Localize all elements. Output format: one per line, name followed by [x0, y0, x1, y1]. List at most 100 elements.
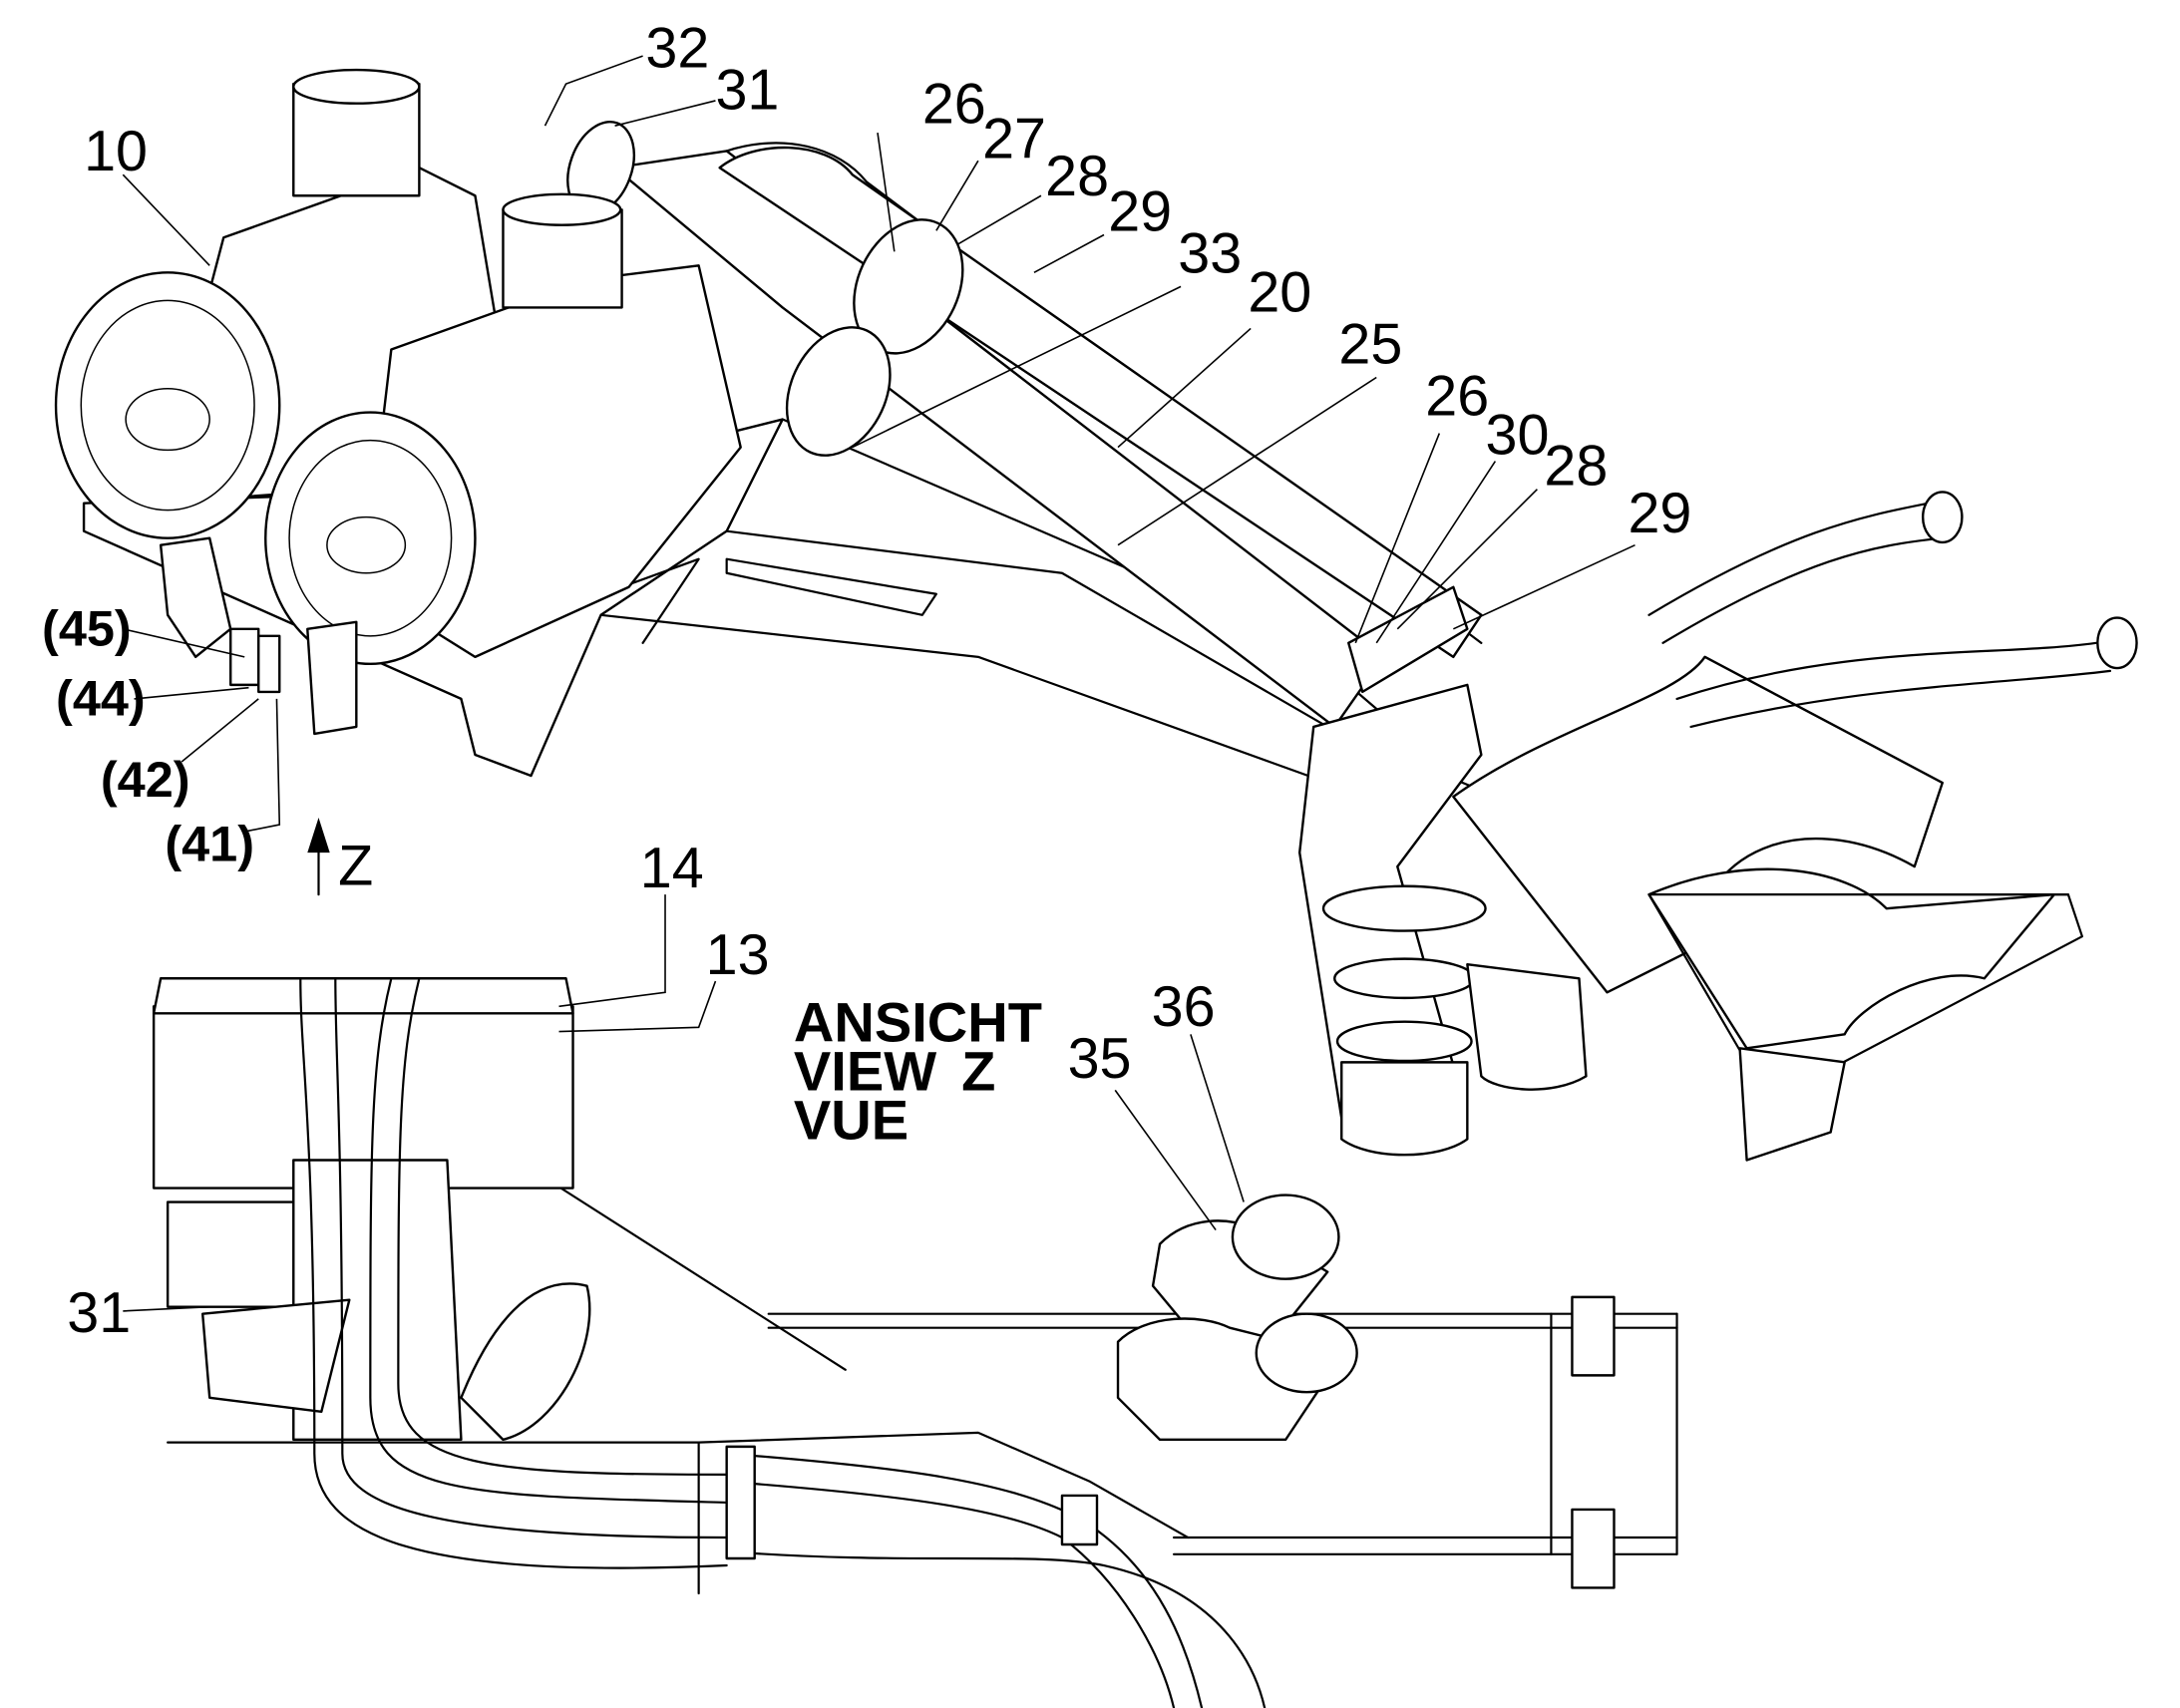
rail-clamp: [1572, 1297, 1614, 1376]
hose: [370, 978, 726, 1503]
label-44: (44): [56, 670, 146, 727]
leader-26a: [878, 133, 895, 251]
leader-28b: [1397, 490, 1537, 629]
leader-29b: [1453, 545, 1635, 629]
tube-end: [1923, 492, 1962, 541]
hose-clamp: [727, 1447, 755, 1558]
label-31: 31: [67, 1281, 131, 1345]
tube: [1663, 538, 1943, 643]
hose: [727, 1454, 1202, 1708]
leader-29a: [1034, 235, 1104, 273]
label-31: 31: [715, 58, 779, 122]
leader-36: [1191, 1034, 1244, 1201]
label-35: 35: [1068, 1027, 1132, 1091]
tube: [1677, 643, 2096, 699]
label-13: 13: [706, 923, 770, 987]
air-filter-inlet-top: [503, 194, 620, 225]
leader-44: [135, 688, 249, 699]
view-caption: ANSICHT VIEW Z VUE: [794, 990, 1042, 1151]
leader-42: [182, 699, 258, 762]
bracket-arm: [727, 559, 936, 615]
hose-bellows: [1323, 886, 1486, 931]
outlet-pipe: [1341, 1062, 1467, 1155]
tube: [1649, 504, 1929, 615]
valve-body: [258, 636, 279, 692]
leader-31: [615, 101, 716, 126]
frame-strut: [168, 1433, 1188, 1537]
saddle-frame: [1649, 894, 2082, 1076]
leader-26b: [1355, 434, 1439, 643]
label-42: (42): [101, 751, 190, 808]
leader-45: [123, 629, 244, 657]
leader-35: [1115, 1090, 1216, 1229]
hose-bellows: [1337, 1022, 1472, 1061]
label-29: 29: [1628, 482, 1691, 545]
label-32: 32: [645, 16, 709, 80]
duct-edge: [727, 143, 1482, 642]
filter-cover-hub: [327, 517, 405, 573]
hose: [398, 978, 726, 1475]
label-26: 26: [922, 72, 986, 136]
leader-10: [123, 174, 209, 265]
hose: [727, 1482, 1174, 1708]
intake-elbow-plan: [461, 1283, 589, 1439]
hose: [300, 978, 726, 1567]
leader-30: [1376, 462, 1495, 643]
leader-14: [559, 894, 665, 1006]
label-36: 36: [1152, 975, 1216, 1039]
air-filter-inlet-top: [293, 70, 419, 104]
leader-lines: [123, 56, 1635, 1311]
hose-clamp-26b: [1348, 587, 1467, 692]
leader-13: [559, 981, 716, 1031]
leader-33: [853, 286, 1181, 447]
leader-27: [936, 161, 978, 230]
leader-32: [545, 56, 643, 126]
intake-duct-25: [615, 151, 1384, 727]
outlet-pipe: [1467, 964, 1586, 1089]
label-41: (41): [165, 816, 254, 872]
frame-rail: [601, 615, 1328, 783]
leader-25: [1118, 377, 1376, 544]
label-27: 27: [982, 107, 1046, 171]
filter-cover-hub: [126, 389, 209, 451]
air-filter-cover-front: [265, 413, 475, 664]
filter-cover-rim: [289, 441, 452, 636]
filter-housing-top: [154, 978, 572, 1013]
caption-vue: VUE: [794, 1088, 908, 1151]
lower-view-z: [154, 978, 1676, 1708]
label-25: 25: [1338, 312, 1402, 376]
hose-bellows: [1334, 959, 1474, 998]
leader-31b: [123, 1307, 209, 1311]
filter-cover-rim: [81, 300, 254, 510]
hose-clamp-33: [767, 310, 909, 472]
leader-28a: [957, 195, 1041, 244]
filter-housing-14: [154, 1006, 572, 1188]
label-30: 30: [1486, 404, 1550, 468]
label-26: 26: [1425, 364, 1489, 428]
drain-pipe: [307, 622, 356, 734]
tube-end: [2097, 618, 2136, 668]
air-filter-10-cover: [56, 272, 279, 537]
leader-41: [244, 699, 279, 832]
tube: [1691, 671, 2110, 727]
label-14: 14: [640, 837, 704, 900]
caption-view: VIEW: [794, 1039, 936, 1102]
part-labels: 10 32 31 26 27 28 29 33 20 25 26 30 28 2…: [42, 16, 1691, 1345]
hose-clamp: [1062, 1496, 1097, 1544]
label-45: (45): [42, 600, 132, 657]
hose: [335, 978, 726, 1537]
label-28: 28: [1045, 145, 1109, 208]
caption-ansicht: ANSICHT: [794, 990, 1042, 1053]
rail-clamp: [1572, 1510, 1614, 1588]
label-z-arrow: Z: [338, 834, 373, 897]
label-33: 33: [1178, 221, 1242, 285]
mount-plate: [1740, 1048, 1845, 1160]
frame-strut: [405, 1160, 845, 1369]
view-arrow-head: [307, 818, 330, 854]
label-29: 29: [1108, 179, 1172, 243]
elbow-outlet: [1257, 1314, 1357, 1393]
valve-body: [230, 629, 258, 685]
upper-assembly-view: [56, 70, 2137, 1160]
saddle-bracket: [1649, 869, 2054, 1049]
